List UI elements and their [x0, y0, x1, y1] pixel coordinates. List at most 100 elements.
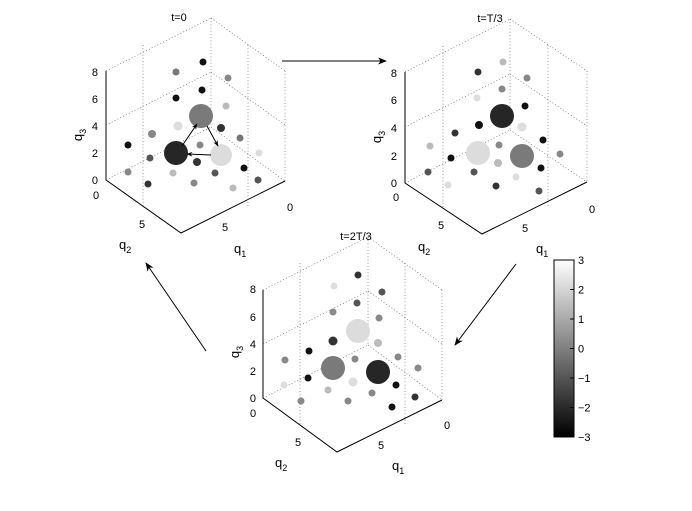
tick-label: 8	[391, 68, 397, 80]
large-spheres	[466, 104, 534, 168]
large-spheres	[321, 319, 390, 384]
axis-label-subscript: 1	[241, 249, 246, 259]
tick-label: 6	[250, 312, 256, 324]
z-ticks: 0 2 4 6 8	[391, 68, 397, 190]
dot	[172, 94, 180, 102]
dot	[172, 68, 180, 76]
panel-t0: 0 2 4 6 8 0 5 5 0 t=0 q3 q2 q1	[70, 12, 293, 259]
tick-label: 6	[391, 95, 397, 107]
axis-label-q2: q2	[119, 237, 131, 255]
dot	[124, 141, 132, 149]
dot	[330, 282, 338, 290]
tick-label: 0	[92, 175, 98, 187]
dot	[388, 403, 396, 411]
panel-box	[404, 18, 588, 235]
dot	[224, 74, 232, 82]
dot	[255, 149, 263, 157]
dot	[444, 181, 452, 189]
dot	[494, 159, 502, 167]
axis-label-q2: q2	[275, 455, 287, 473]
dot	[173, 121, 183, 131]
tick-label: 0	[391, 178, 397, 190]
dot	[222, 102, 230, 110]
dot	[148, 130, 156, 138]
dot	[499, 58, 507, 66]
colorbar: 3 2 1 0 −1 −2 −3	[553, 255, 591, 444]
axis-label-q1: q1	[392, 458, 404, 476]
dot	[305, 347, 313, 355]
axis-label-text: q	[234, 241, 241, 256]
dots	[124, 58, 263, 192]
cycle-arrows	[145, 57, 517, 352]
tick-label: 5	[295, 437, 301, 449]
dots	[424, 58, 564, 195]
colorbar-tick-label: 3	[578, 255, 584, 267]
dot	[495, 141, 503, 149]
dot	[329, 308, 337, 316]
tick-label: 0	[393, 192, 399, 204]
dot	[523, 74, 531, 82]
dot	[394, 353, 402, 361]
axis-label-subscript: 1	[399, 466, 404, 476]
dot	[281, 356, 289, 364]
tick-label: 2	[391, 151, 397, 163]
axis-label-subscript: 3	[377, 131, 387, 136]
sphere-gray	[510, 144, 534, 168]
dot	[378, 288, 386, 296]
colorbar-tick-label: 2	[578, 285, 584, 297]
rotation-arrows	[181, 123, 219, 157]
panel-title: t=2T/3	[340, 231, 372, 243]
axis-label-q1: q1	[536, 241, 548, 259]
dot	[368, 389, 376, 397]
axis-label-subscript: 1	[543, 249, 548, 259]
dot	[196, 141, 204, 149]
dot	[328, 336, 338, 346]
dot	[297, 397, 305, 405]
axis-label-text: q	[369, 136, 384, 143]
axis-label-text: q	[70, 134, 85, 141]
tick-label: 0	[93, 190, 99, 202]
tick-label: 8	[250, 284, 256, 296]
dot	[392, 381, 400, 389]
dot	[539, 136, 547, 144]
dot	[344, 397, 352, 405]
dot	[146, 154, 154, 162]
tick-label: 5	[139, 219, 145, 231]
dot	[124, 168, 132, 176]
axis-label-subscript: 2	[126, 245, 131, 255]
panel-title: t=0	[171, 12, 187, 24]
tick-label: 0	[287, 202, 293, 214]
panel-t-third: 0 2 4 6 8 0 5 5 0 t=T/3 q3 q2 q1	[369, 13, 595, 259]
dot	[512, 173, 520, 181]
sphere-black	[490, 104, 514, 128]
axis-label-q3: q3	[70, 129, 88, 141]
tick-label: 0	[250, 408, 256, 420]
dot	[375, 314, 383, 322]
dot	[254, 176, 262, 184]
colorbar-tick-label: −1	[578, 373, 591, 385]
colorbar-tick-label: −3	[578, 432, 591, 444]
dot	[475, 121, 483, 129]
dot	[556, 150, 564, 158]
dot	[199, 58, 207, 66]
dot	[304, 374, 312, 382]
panel-t-two-thirds: 0 2 4 6 8 5 0 5 0 t=2T/3 q3 q2 q1	[227, 231, 450, 476]
dot	[144, 180, 152, 188]
dot	[537, 164, 545, 172]
axis-label-q1: q1	[234, 241, 246, 259]
colorbar-tick-label: 0	[578, 344, 584, 356]
dot	[169, 169, 177, 177]
dot	[324, 386, 332, 394]
tick-label: 4	[92, 121, 98, 133]
dot	[374, 339, 382, 347]
dot	[470, 168, 478, 176]
arrow-t2T3-to-t0	[145, 262, 207, 352]
dots	[280, 271, 422, 411]
dot	[521, 102, 529, 110]
dot	[240, 164, 248, 172]
svg-text:q3: q3	[227, 346, 245, 358]
dot	[236, 134, 244, 142]
panel-box	[105, 17, 286, 234]
sphere-light	[346, 319, 370, 343]
